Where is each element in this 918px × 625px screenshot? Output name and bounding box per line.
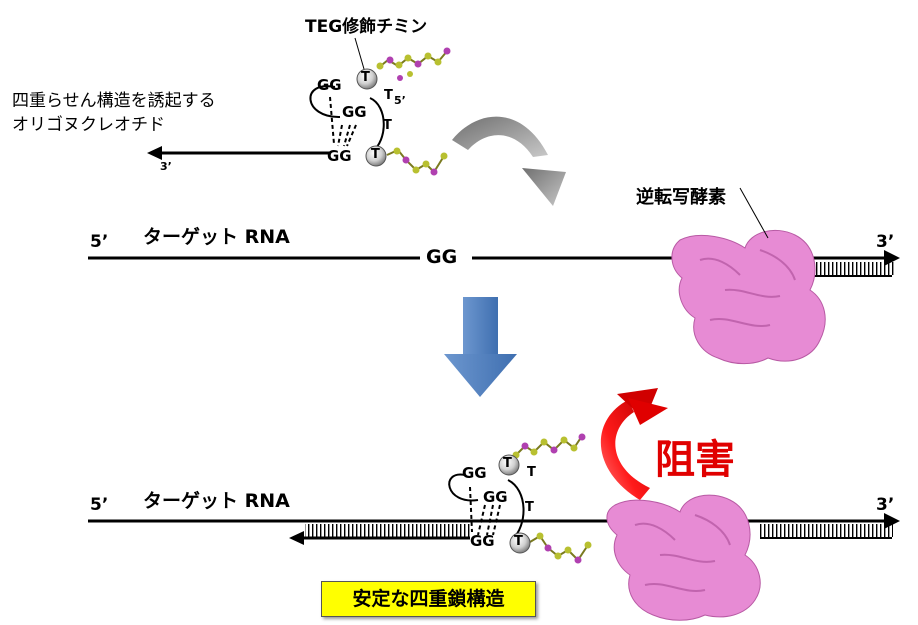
- t-loop-top-1: T: [384, 88, 393, 103]
- oligo-description-line2: オリゴヌクレオチド: [12, 115, 165, 135]
- teg-chain-bottom-lower: [529, 532, 592, 564]
- teg-chain-bottom-upper: [512, 433, 586, 459]
- transition-arrow-gray: [452, 116, 566, 206]
- t-circle-bottom-1: [498, 454, 520, 476]
- gg-top-3: GG: [327, 147, 352, 165]
- target-rna-top-label: ターゲット RNA: [143, 226, 290, 248]
- t-loop-bottom-2: T: [525, 500, 534, 515]
- t-loop-top-2: T: [383, 118, 392, 133]
- t-circle-top-2-label: T: [371, 147, 380, 162]
- quadruplex-top-structure: [309, 85, 385, 153]
- stable-quadruplex-label: 安定な四重鎖構造: [352, 588, 505, 610]
- teg-thymine-label: TEG修飾チミン: [305, 17, 428, 37]
- reverse-transcriptase-top: [671, 187, 826, 365]
- t-circle-bottom-2: [509, 532, 531, 554]
- five-prime-bottom-label: 5’: [90, 495, 109, 515]
- t-circle-bottom-2-label: T: [514, 534, 523, 549]
- oligo-strand-bottom: [289, 531, 470, 545]
- down-arrow-blue: [444, 297, 517, 397]
- t-circle-top-1-label: T: [361, 70, 370, 85]
- oligo-description-line1: 四重らせん構造を誘起する: [12, 91, 216, 111]
- reverse-transcriptase-bottom: [606, 494, 761, 621]
- teg-chain-top-lower: [386, 147, 448, 176]
- inhibition-arrow-red: [600, 388, 668, 500]
- five-prime-oligo-label: 5’: [394, 94, 406, 107]
- target-rna-bottom-label: ターゲット RNA: [143, 490, 290, 512]
- t-circle-top-1: [354, 37, 378, 90]
- gg-bottom-1: GG: [462, 464, 487, 482]
- reverse-transcriptase-label: 逆転写酵素: [636, 187, 726, 208]
- t-circle-top-2: [365, 145, 387, 167]
- five-prime-top-label: 5’: [90, 232, 109, 252]
- gg-bottom-3: GG: [470, 532, 495, 550]
- gg-bottom-2: GG: [483, 488, 508, 506]
- three-prime-top-label: 3’: [876, 232, 895, 252]
- t-loop-bottom-1: T: [527, 465, 536, 480]
- gg-top-1: GG: [317, 76, 342, 94]
- three-prime-oligo-label: 3’: [160, 160, 172, 173]
- gg-center-label: GG: [426, 246, 458, 268]
- teg-chain-top-upper: [376, 47, 451, 81]
- inhibition-label: 阻害: [655, 437, 735, 483]
- t-circle-bottom-1-label: T: [503, 456, 512, 471]
- oligo-strand-top: [147, 146, 330, 160]
- three-prime-bottom-label: 3’: [876, 495, 895, 515]
- stable-quadruplex-box: 安定な四重鎖構造: [321, 581, 536, 617]
- gg-top-2: GG: [342, 103, 367, 121]
